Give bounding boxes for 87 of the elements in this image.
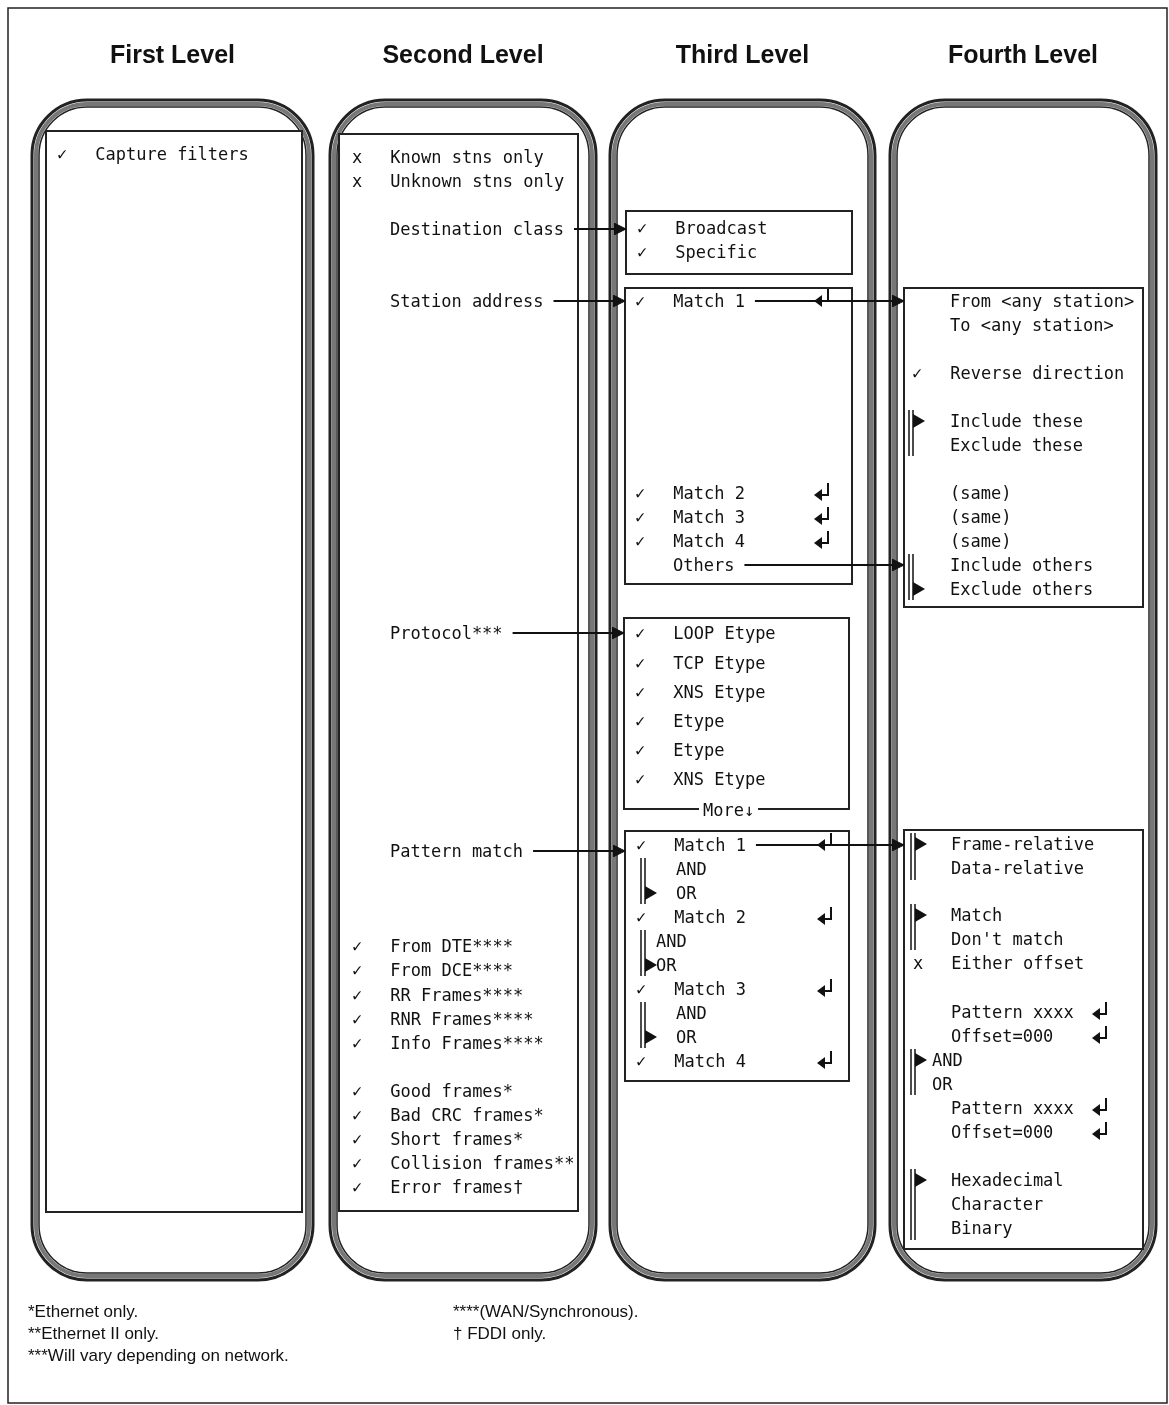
column-heading: Third Level — [674, 39, 811, 69]
menu-item: Don't match — [951, 928, 1064, 950]
menu-item: ✓ Etype — [635, 710, 725, 732]
menu-item: ✓ Short frames* — [352, 1128, 524, 1150]
menu-item: To <any station> — [950, 314, 1114, 336]
menu-item: AND — [676, 1002, 707, 1024]
menu-item: ✓ Match 2 — [635, 482, 745, 504]
menu-item: OR — [656, 954, 677, 976]
footnote: ****(WAN/Synchronous). — [453, 1301, 639, 1323]
menu-item: Pattern match — [390, 840, 524, 862]
menu-item: Pattern xxxx — [951, 1097, 1074, 1119]
arrow — [743, 558, 905, 572]
menu-item: x Known stns only — [352, 146, 544, 168]
menu-box — [624, 830, 850, 1082]
menu-item: ✓ Reverse direction — [912, 362, 1125, 384]
menu-item: ✓ Broadcast — [637, 217, 768, 239]
menu-item: ✓ Match 4 — [635, 530, 745, 552]
menu-item: ✓ Good frames* — [352, 1080, 514, 1102]
menu-item: x Unknown stns only — [352, 170, 565, 192]
menu-item: ✓ RNR Frames**** — [352, 1008, 534, 1030]
menu-item: (same) — [950, 530, 1012, 552]
menu-item: ✓ Capture filters — [57, 143, 249, 165]
menu-item: ✓ Match 4 — [636, 1050, 746, 1072]
menu-item: Frame-relative — [951, 833, 1095, 855]
menu-item: (same) — [950, 506, 1012, 528]
column-heading: First Level — [108, 39, 237, 69]
arrow — [573, 222, 627, 236]
menu-box — [45, 130, 303, 1213]
menu-item: Others — [673, 554, 735, 576]
menu-item: ✓ Match 3 — [635, 506, 745, 528]
menu-item: Destination class — [390, 218, 564, 240]
menu-box — [903, 829, 1144, 1250]
menu-item: Offset=000 — [951, 1025, 1054, 1047]
footnote: *Ethernet only. — [28, 1301, 139, 1323]
menu-item: ✓ Info Frames**** — [352, 1032, 544, 1054]
menu-item: AND — [932, 1049, 963, 1071]
menu-item: AND — [656, 930, 687, 952]
arrow — [532, 844, 626, 858]
menu-item: Character — [951, 1193, 1044, 1215]
footnote: † FDDI only. — [453, 1323, 547, 1345]
menu-item: ✓ XNS Etype — [635, 681, 766, 703]
menu-item: x Either offset — [913, 952, 1085, 974]
menu-item: Include these — [950, 410, 1084, 432]
menu-item: ✓ Specific — [637, 241, 758, 263]
menu-item: ✓ Match 2 — [636, 906, 746, 928]
menu-item: OR — [676, 1026, 697, 1048]
column-heading: Second Level — [381, 39, 545, 69]
arrow — [754, 832, 905, 852]
menu-item: Include others — [950, 554, 1094, 576]
menu-box — [338, 133, 579, 1212]
menu-item: ✓ Collision frames** — [352, 1152, 575, 1174]
menu-item: ✓ Etype — [635, 739, 725, 761]
menu-item: ✓ Match 3 — [636, 978, 746, 1000]
arrow — [753, 288, 905, 308]
menu-item: Exclude these — [950, 434, 1084, 456]
menu-item: ✓ Error frames† — [352, 1176, 524, 1198]
menu-item: ✓ LOOP Etype — [635, 622, 776, 644]
menu-item: Exclude others — [950, 578, 1094, 600]
menu-item: ✓ XNS Etype — [635, 768, 766, 790]
column-heading: Fourth Level — [947, 39, 1099, 69]
menu-item: ✓ From DCE**** — [352, 959, 514, 981]
menu-item: ✓ RR Frames**** — [352, 984, 524, 1006]
menu-item: Pattern xxxx — [951, 1001, 1074, 1023]
menu-item: From <any station> — [950, 290, 1135, 312]
menu-item: Station address — [390, 290, 544, 312]
menu-item: ✓ Bad CRC frames* — [352, 1104, 544, 1126]
menu-item: ✓ From DTE**** — [352, 935, 514, 957]
footnote: **Ethernet II only. — [28, 1323, 160, 1345]
arrow — [552, 294, 626, 308]
menu-box — [625, 210, 853, 275]
menu-item: Hexadecimal — [951, 1169, 1064, 1191]
menu-item: ✓ TCP Etype — [635, 652, 766, 674]
menu-item: Protocol*** — [390, 622, 503, 644]
menu-item: OR — [932, 1073, 953, 1095]
arrow — [511, 626, 625, 640]
menu-item: OR — [676, 882, 697, 904]
menu-item: (same) — [950, 482, 1012, 504]
footnote: ***Will vary depending on network. — [28, 1345, 289, 1367]
menu-item: Match — [951, 904, 1003, 926]
menu-item: ✓ Match 1 — [636, 834, 746, 856]
menu-box — [624, 287, 853, 585]
menu-box — [903, 287, 1144, 608]
menu-item: Binary — [951, 1217, 1013, 1239]
menu-item: ✓ Match 1 — [635, 290, 745, 312]
menu-item: AND — [676, 858, 707, 880]
menu-item: Offset=000 — [951, 1121, 1054, 1143]
menu-item: Data-relative — [951, 857, 1085, 879]
